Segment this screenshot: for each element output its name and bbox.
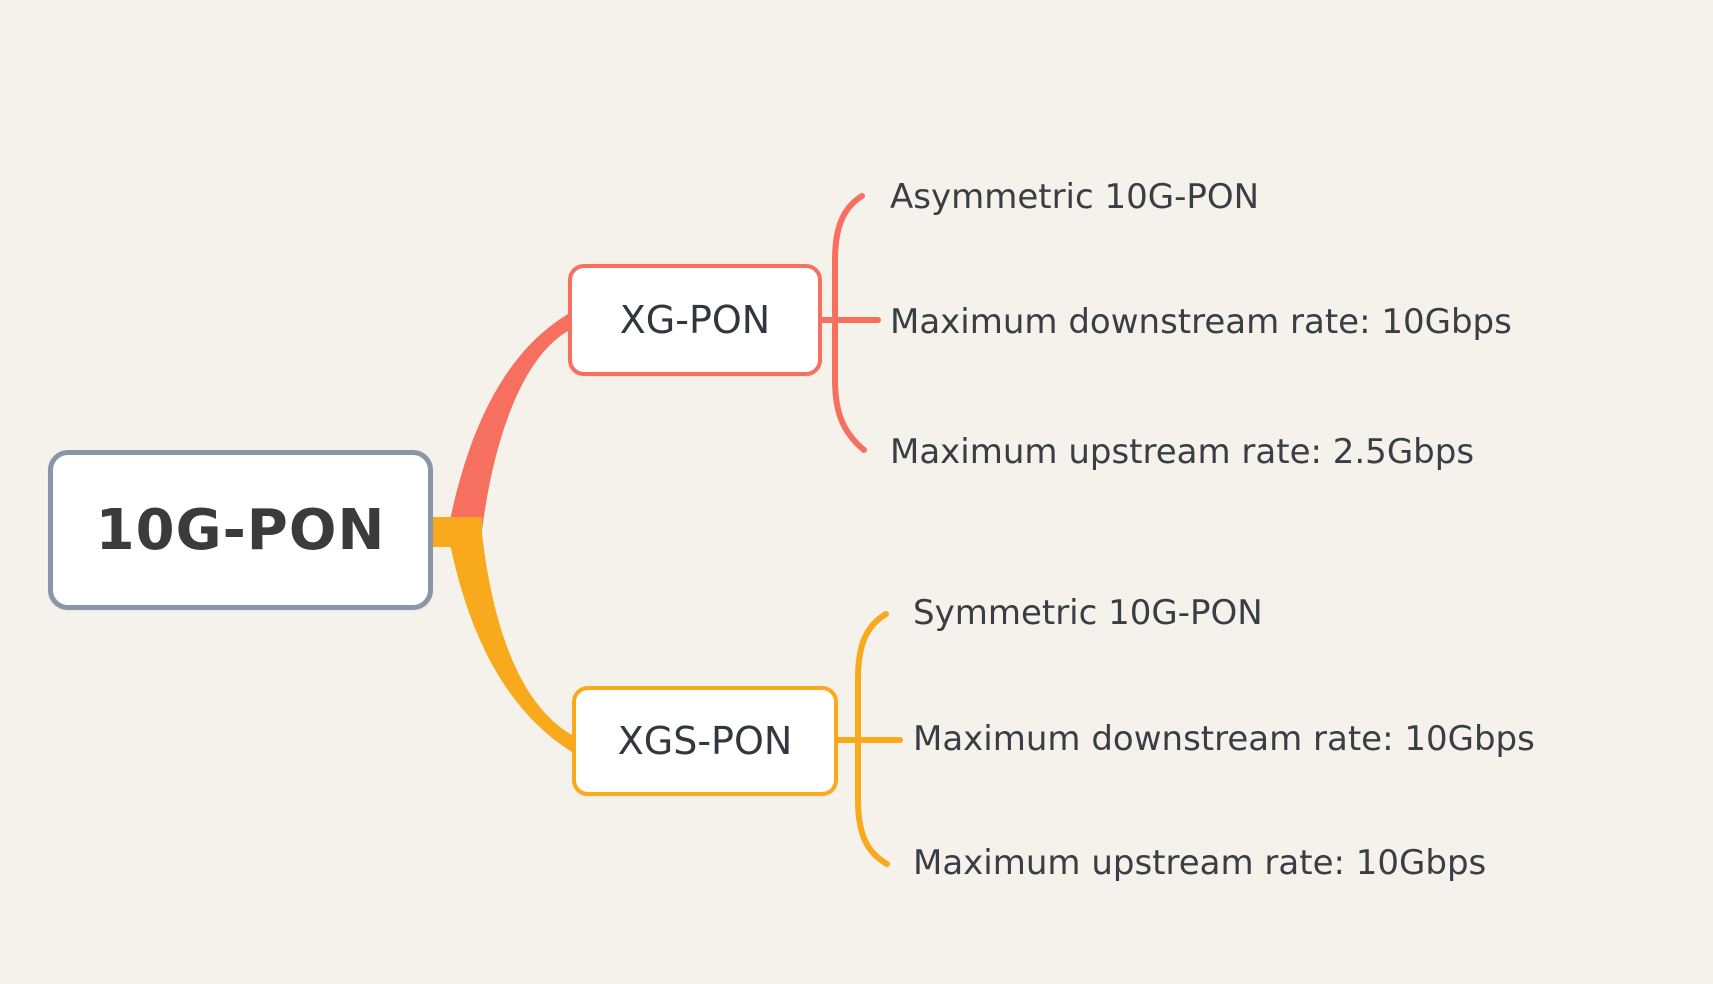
root-node-label: 10G-PON bbox=[95, 497, 386, 563]
root-connector-stub bbox=[430, 517, 482, 547]
root-node-10g-pon[interactable]: 10G-PON bbox=[48, 450, 433, 610]
leaf-node-xgs-max-downstream-rate[interactable]: Maximum downstream rate: 10Gbps bbox=[913, 719, 1535, 759]
branch-node-xg-pon[interactable]: XG-PON bbox=[568, 264, 822, 376]
leaf-node-xg-max-downstream-rate[interactable]: Maximum downstream rate: 10Gbps bbox=[890, 302, 1512, 342]
xg-pon-leaf-bracket-connector bbox=[832, 193, 867, 453]
branch-node-xg-pon-label: XG-PON bbox=[619, 298, 771, 342]
branch-connector-xg-pon bbox=[448, 314, 568, 530]
branch-node-xgs-pon-label: XGS-PON bbox=[617, 719, 793, 763]
leaf-node-xgs-max-upstream-rate[interactable]: Maximum upstream rate: 10Gbps bbox=[913, 843, 1487, 883]
branch-connector-xgs-pon bbox=[448, 534, 572, 752]
leaf-node-asymmetric-10g-pon[interactable]: Asymmetric 10G-PON bbox=[890, 177, 1260, 217]
leaf-node-symmetric-10g-pon[interactable]: Symmetric 10G-PON bbox=[913, 593, 1263, 633]
branch-node-xgs-pon[interactable]: XGS-PON bbox=[572, 686, 838, 796]
xgs-pon-leaf-bracket-connector bbox=[855, 611, 890, 867]
leaf-node-xg-max-upstream-rate[interactable]: Maximum upstream rate: 2.5Gbps bbox=[890, 432, 1475, 472]
